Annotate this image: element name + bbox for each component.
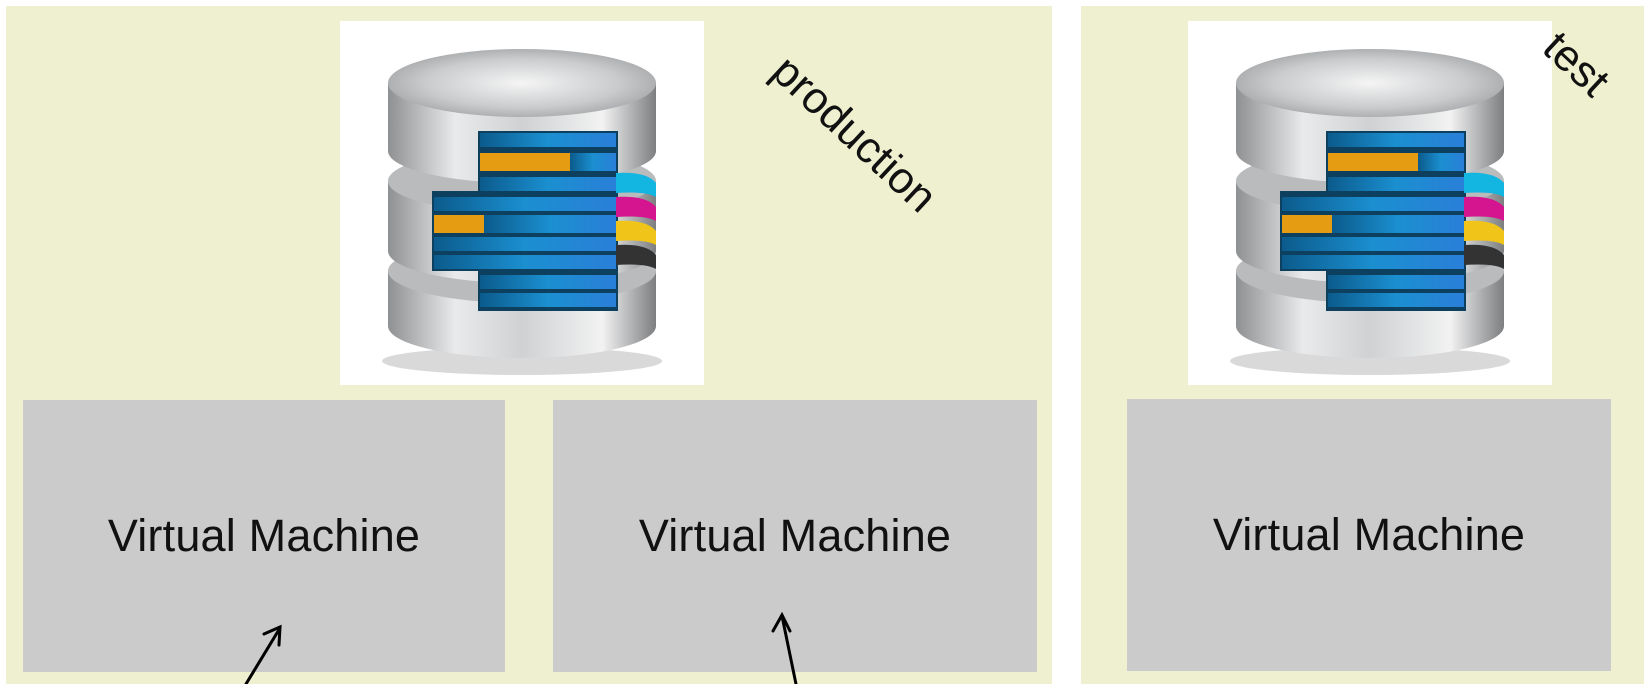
virtual-machine-label: Virtual Machine bbox=[638, 510, 952, 561]
virtual-machine-label: Virtual Machine bbox=[107, 510, 421, 561]
production-environment: production Virtual Machine Virtual Machi… bbox=[6, 6, 1052, 684]
test-environment: test Virtual Machine bbox=[1081, 6, 1644, 684]
virtual-machine-box: Virtual Machine bbox=[553, 400, 1037, 672]
database-icon-graphic bbox=[1230, 49, 1510, 375]
database-icon bbox=[1188, 21, 1552, 385]
virtual-machine-box: Virtual Machine bbox=[23, 400, 505, 672]
database-icon bbox=[340, 21, 704, 385]
virtual-machine-box: Virtual Machine bbox=[1127, 399, 1611, 671]
environment-label-production: production bbox=[762, 46, 947, 222]
virtual-machine-label: Virtual Machine bbox=[1212, 509, 1526, 560]
database-icon-graphic bbox=[382, 49, 662, 375]
